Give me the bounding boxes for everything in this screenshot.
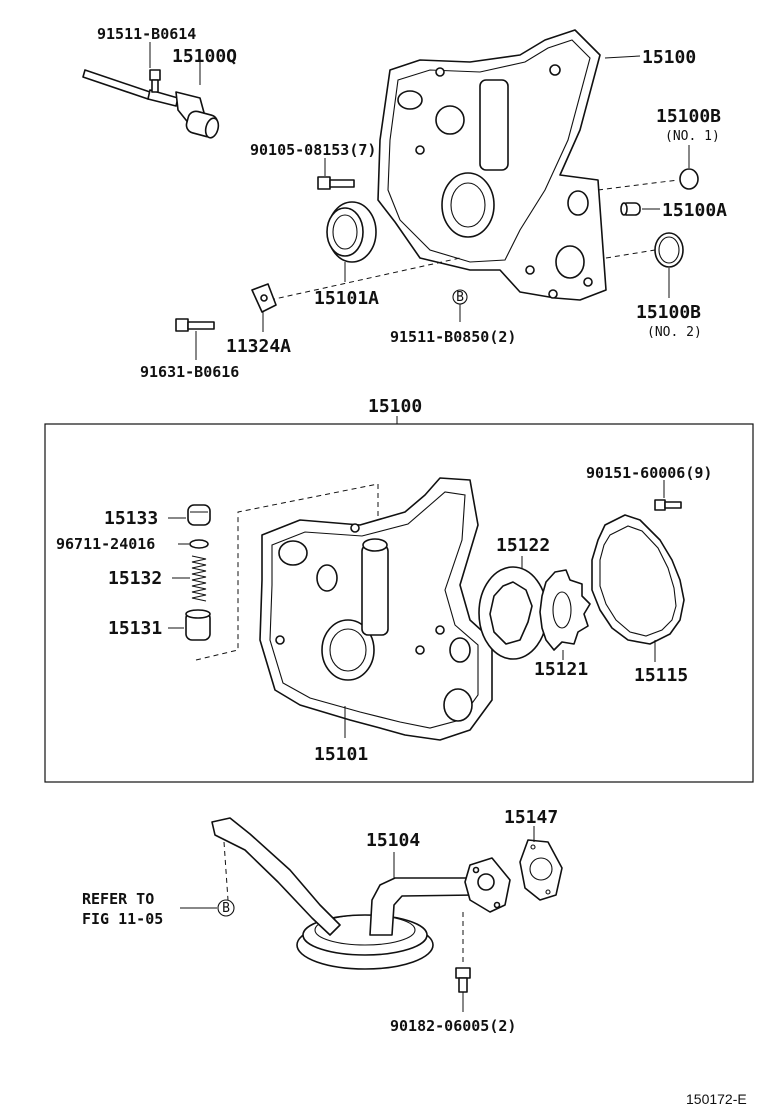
timing-cover-box: [259, 477, 493, 741]
gasket-15147: [519, 839, 563, 901]
bolt-90182-06005: [455, 967, 471, 993]
label-15100b-no1: 15100B: [656, 106, 721, 127]
label-90151-60006: 90151-60006(9): [586, 464, 712, 482]
label-15100b-no2-note: (NO. 2): [647, 325, 702, 340]
assembly-frame: [44, 423, 754, 783]
marker-b-bottom-label: B: [222, 901, 230, 916]
dash-oring2: [605, 249, 656, 259]
label-15100a: 15100A: [662, 200, 727, 221]
oil-strainer-15104: [211, 817, 511, 970]
dash-valve-stack: [195, 483, 379, 661]
dash-oring1: [597, 179, 679, 191]
screw-90151-60006: [654, 499, 682, 511]
leader-15100-top: [604, 55, 641, 59]
valve-15131: [185, 609, 211, 641]
bolt-91631-b0616: [175, 318, 215, 332]
label-15100-top: 15100: [642, 47, 696, 68]
gasket-96711-24016: [189, 539, 209, 549]
label-15122: 15122: [496, 535, 550, 556]
refer-line-1: REFER TO: [82, 890, 154, 908]
dash-stay-to-b: [223, 841, 229, 901]
pump-cover-15115: [591, 514, 685, 645]
figure-id: 150172-E: [686, 1091, 747, 1107]
outer-rotor-15122: [478, 566, 548, 660]
label-15100b-no1-note: (NO. 1): [665, 129, 720, 144]
label-15100-box: 15100: [368, 396, 422, 417]
timing-cover-top: [377, 29, 607, 301]
label-90105-08153: 90105-08153(7): [250, 141, 376, 159]
label-15100b-no2: 15100B: [636, 302, 701, 323]
label-96711-24016: 96711-24016: [56, 535, 155, 553]
bolt-90105-08153: [317, 176, 355, 190]
plug-15133: [187, 504, 211, 526]
label-91511-b0850: 91511-B0850(2): [390, 328, 516, 346]
label-90182-06005: 90182-06005(2): [390, 1017, 516, 1035]
refer-line-2: FIG 11-05: [82, 910, 163, 928]
label-15101a: 15101A: [314, 288, 379, 309]
label-15104: 15104: [366, 830, 420, 851]
inner-rotor-15121: [539, 569, 591, 651]
label-11324a: 11324A: [226, 336, 291, 357]
marker-b-top-label: B: [456, 290, 464, 305]
label-15132: 15132: [108, 568, 162, 589]
label-15131: 15131: [108, 618, 162, 639]
spring-15132: [191, 555, 207, 602]
label-15100q: 15100Q: [172, 46, 237, 67]
label-91631-b0616: 91631-B0616: [140, 363, 239, 381]
label-15121: 15121: [534, 659, 588, 680]
dash-seal: [269, 257, 461, 301]
plug-15100a: [620, 202, 641, 216]
bolt-91511-b0614: [149, 69, 161, 93]
marker-b-bottom: [217, 899, 235, 917]
o-ring-15100b-no1: [679, 168, 699, 190]
label-15115: 15115: [634, 665, 688, 686]
label-15101: 15101: [314, 744, 368, 765]
bracket-11324a: [251, 283, 277, 313]
label-15133: 15133: [104, 508, 158, 529]
label-15147: 15147: [504, 807, 558, 828]
label-91511-b0614: 91511-B0614: [97, 25, 196, 43]
oil-seal-15101a: [326, 201, 377, 263]
sensor-15100q: [82, 69, 220, 139]
